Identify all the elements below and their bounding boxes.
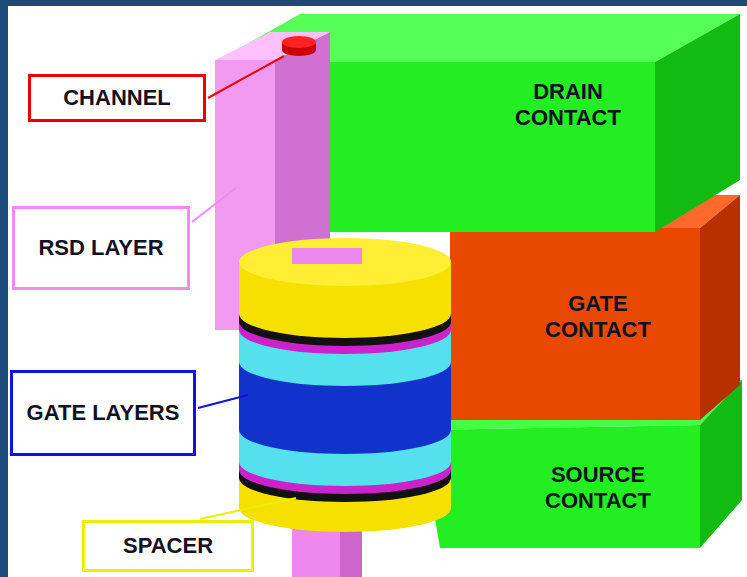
frame-ground bbox=[8, 6, 88, 16]
node-text: CHANNEL bbox=[63, 85, 171, 111]
label-box: CHANNEL bbox=[28, 74, 206, 122]
label-box: SPACER bbox=[82, 520, 254, 572]
drain-contact-side bbox=[655, 14, 740, 232]
leader-line bbox=[192, 188, 236, 222]
gate-stack bbox=[239, 238, 451, 532]
source-contact-front bbox=[420, 425, 700, 548]
contact-label: GATE CONTACT bbox=[505, 282, 691, 352]
rsd-pillar-top bbox=[215, 32, 330, 60]
contact-label: SOURCE CONTACT bbox=[500, 452, 696, 524]
leader-line bbox=[200, 498, 296, 519]
rsd-pillar bbox=[292, 248, 362, 264]
drain-contact-top bbox=[215, 14, 740, 62]
frame-bar bbox=[0, 0, 747, 6]
node-text: RSD LAYER bbox=[38, 235, 163, 261]
label-box: RSD LAYER bbox=[12, 206, 190, 290]
node-text: DRAIN CONTACT bbox=[488, 79, 648, 132]
leader-line bbox=[208, 56, 284, 98]
channel-disc-top bbox=[282, 36, 316, 48]
node-text: SOURCE CONTACT bbox=[508, 462, 688, 515]
node-text: GATE LAYERS bbox=[27, 400, 180, 426]
node-text: GATE CONTACT bbox=[513, 291, 683, 344]
gate-contact-side bbox=[700, 195, 740, 420]
gate-contact-front bbox=[450, 228, 700, 420]
contact-label: DRAIN CONTACT bbox=[480, 70, 656, 140]
gate-stack-top bbox=[239, 238, 451, 286]
leader-line bbox=[198, 395, 248, 408]
node-text: SPACER bbox=[123, 533, 213, 559]
label-box: GATE LAYERS bbox=[10, 370, 196, 456]
frame-bar bbox=[0, 0, 8, 577]
